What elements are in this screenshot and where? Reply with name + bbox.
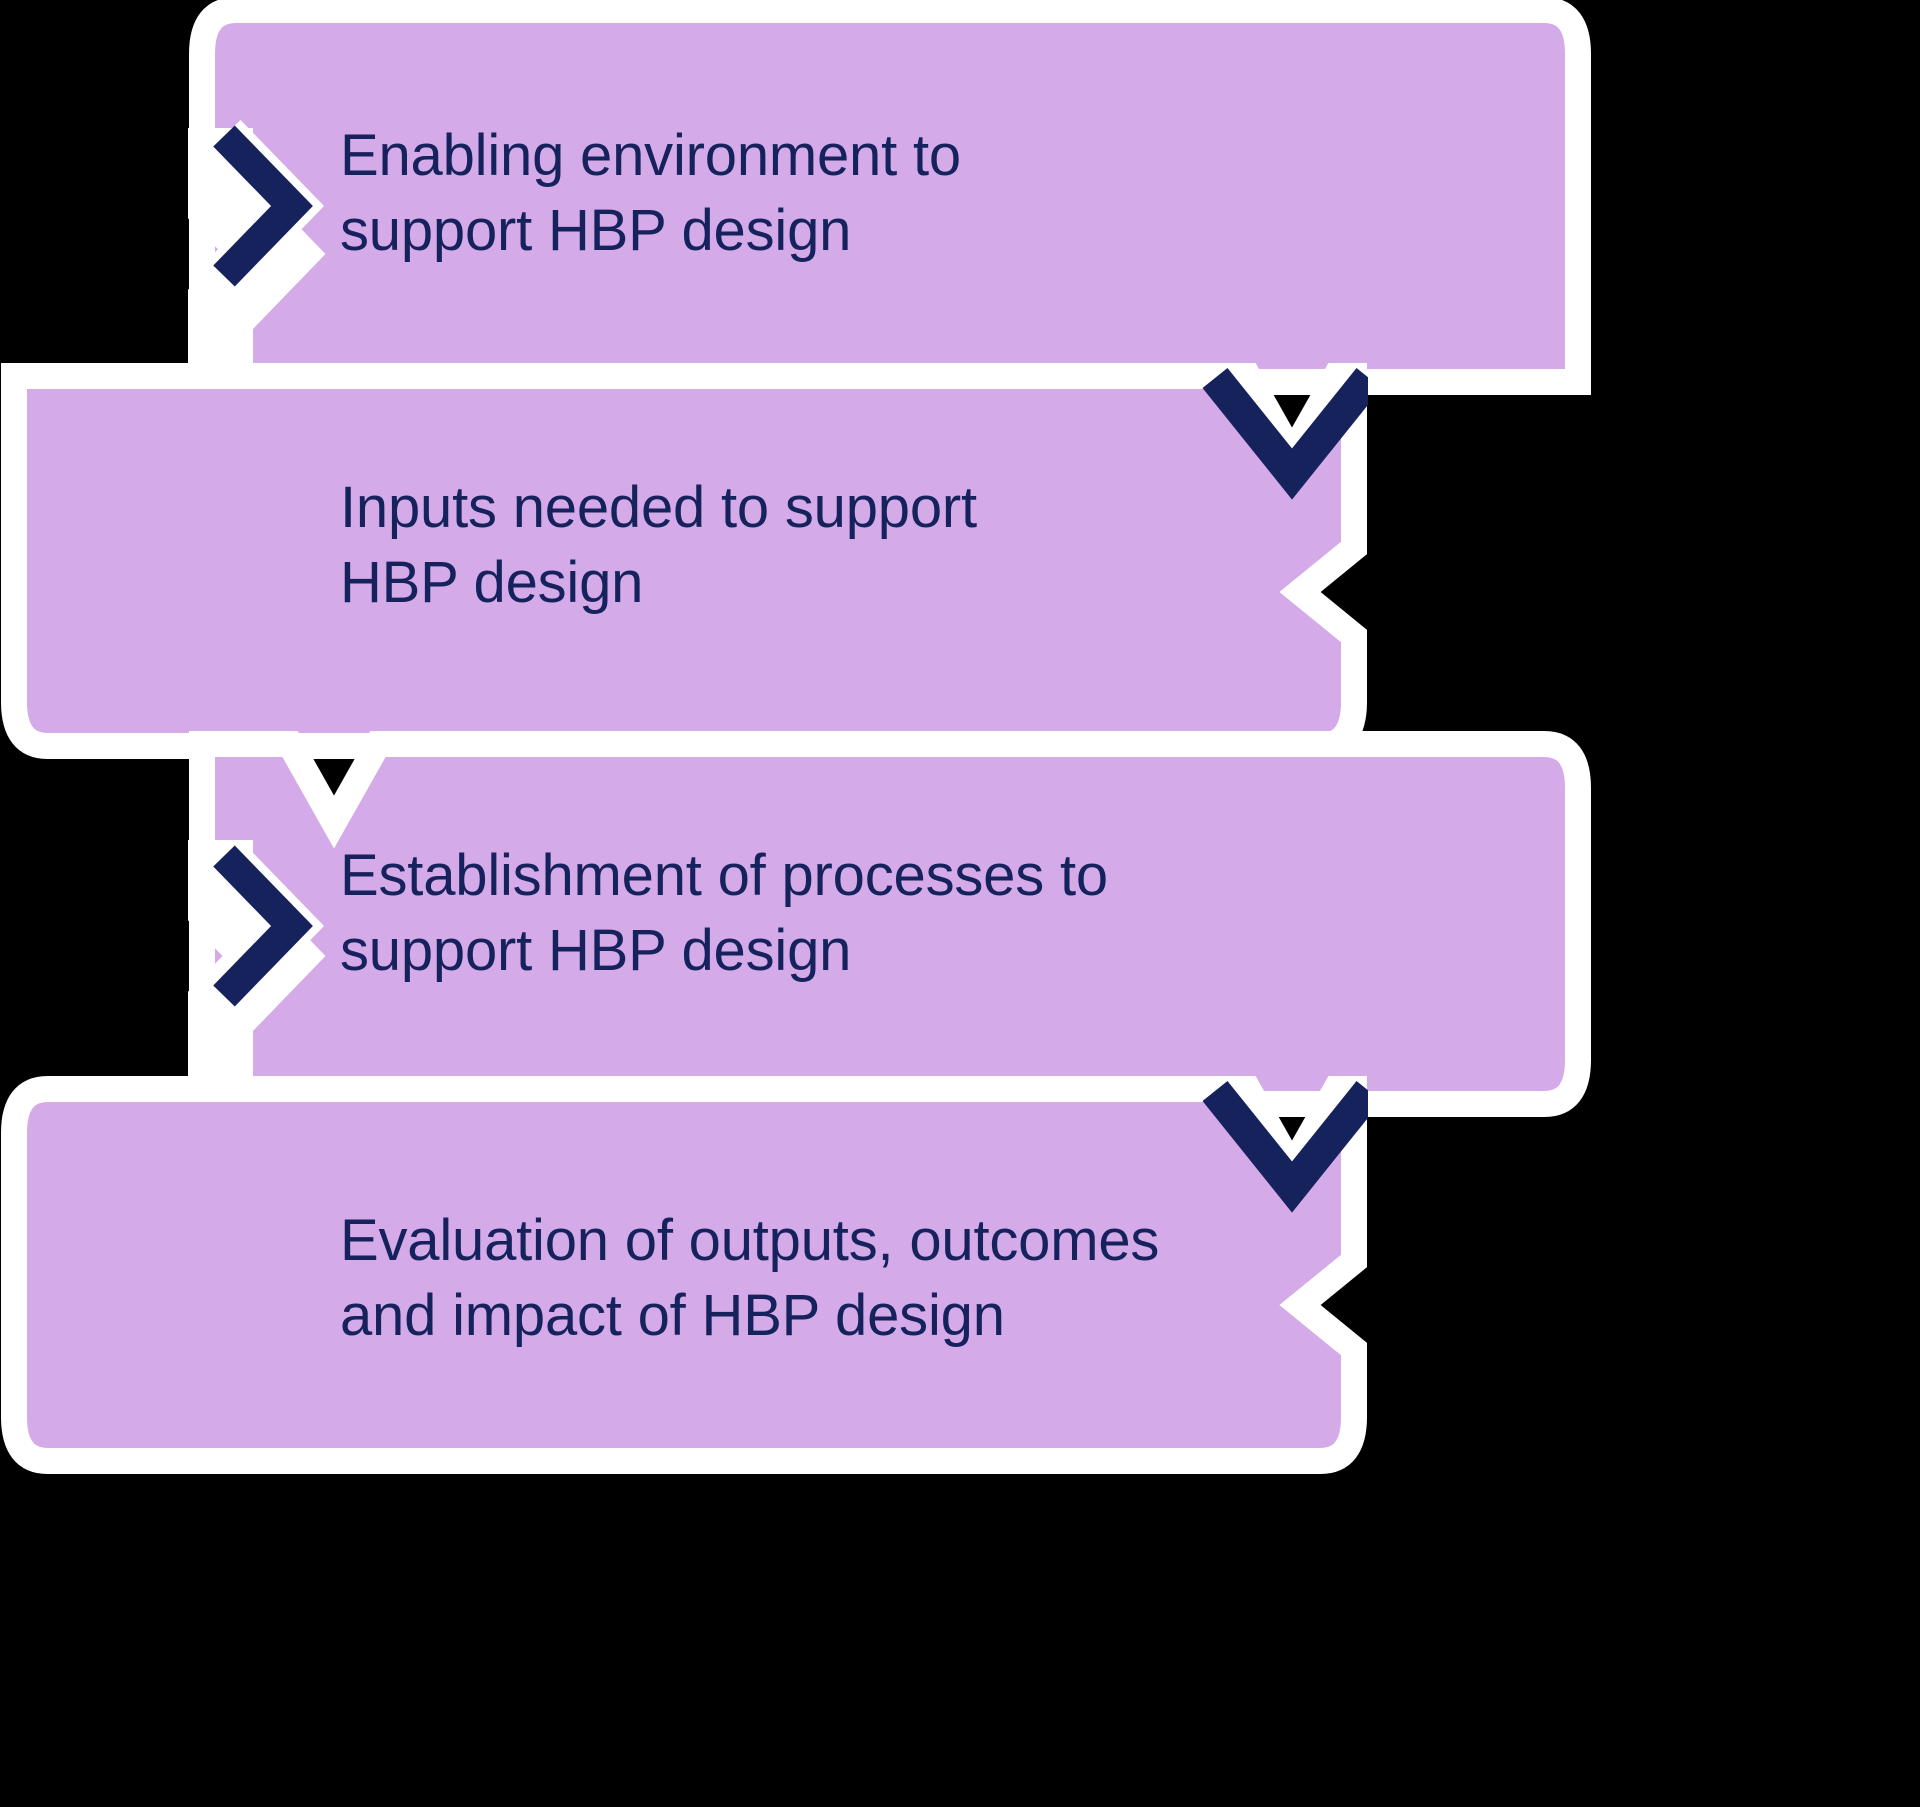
process-step-2[interactable]: Inputs needed to support HBP design xyxy=(0,362,1368,760)
step-4-label: Evaluation of outputs, outcomes and impa… xyxy=(340,1208,1160,1349)
step-3-shape xyxy=(189,731,1591,1117)
step-4-panel-body xyxy=(1,1076,1367,1474)
step-1-label: Enabling environment to support HBP desi… xyxy=(340,123,961,264)
process-step-3[interactable]: Establishment of processes to support HB… xyxy=(188,730,1592,1122)
step-1-shape xyxy=(189,0,1591,395)
chevron-right-icon xyxy=(188,119,326,380)
process-step-1[interactable]: Enabling environment to support HBP desi… xyxy=(188,0,1592,396)
step-2-label: Inputs needed to support HBP design xyxy=(340,475,977,616)
chevron-down-icon xyxy=(1202,1080,1368,1213)
chevron-right-icon xyxy=(188,839,326,1076)
step-3-panel-body xyxy=(189,731,1591,1117)
chevron-down-icon xyxy=(1202,367,1368,500)
step-4-shape xyxy=(1,1076,1367,1474)
process-step-4[interactable]: Evaluation of outputs, outcomes and impa… xyxy=(0,1075,1368,1475)
step-1-panel-body xyxy=(189,0,1591,395)
step-3-label: Establishment of processes to support HB… xyxy=(340,843,1108,984)
